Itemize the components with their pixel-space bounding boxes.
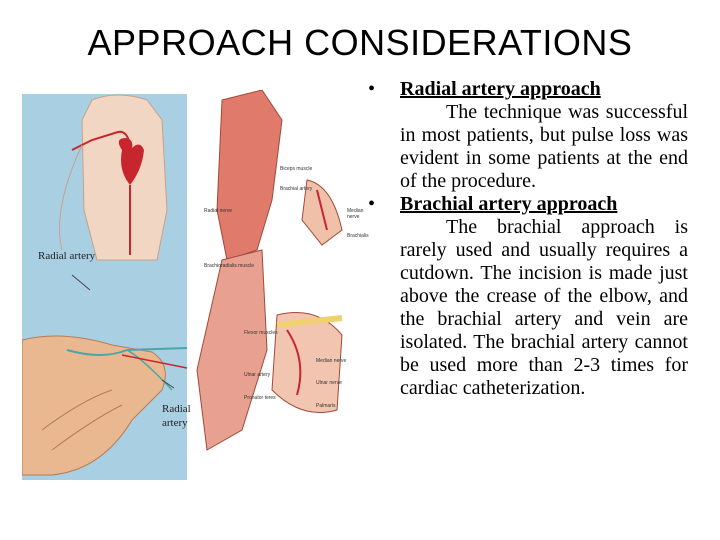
bullet-list: • Radial artery approach The technique w… — [368, 78, 688, 400]
anatomy-illustration: Radial artery Radial artery Biceps muscl… — [22, 90, 369, 485]
anatomy-small-label: Median nerve — [347, 208, 364, 220]
page-title: APPROACH CONSIDERATIONS — [87, 22, 633, 63]
anatomy-small-label: Radial nerve — [204, 208, 233, 214]
anatomy-small-label: Palmaris — [316, 403, 336, 409]
anatomy-small-label: Pronator teres — [244, 395, 276, 401]
bullet-text-radial: The technique was successful in most pat… — [400, 101, 688, 192]
anatomy-small-label: Flexor muscles — [244, 330, 278, 336]
radial-artery-label-bottom-2: artery — [162, 417, 188, 429]
anatomy-small-label: Median nerve — [316, 358, 347, 364]
anatomy-small-label: Brachialis — [347, 233, 369, 239]
anatomy-small-label: Brachioradialis muscle — [204, 263, 255, 269]
bullet-heading-brachial: Brachial artery approach — [400, 193, 618, 215]
anatomy-drawing — [22, 90, 343, 476]
radial-artery-label-bottom-1: Radial — [162, 403, 191, 415]
anatomy-small-label: Ulnar nerve — [316, 380, 342, 386]
anatomy-small-label: Biceps muscle — [280, 166, 313, 172]
bullet-icon: • — [368, 193, 376, 215]
bullet-icon: • — [368, 78, 376, 100]
bullet-text-brachial: The brachial approach is rarely used and… — [400, 216, 688, 399]
bullet-item-brachial: • Brachial artery approach The brachial … — [368, 193, 688, 400]
anatomy-small-label: Ulnar artery — [244, 372, 271, 378]
bullet-heading-radial: Radial artery approach — [400, 78, 601, 100]
bullet-item-radial: • Radial artery approach The technique w… — [368, 78, 688, 193]
anatomy-small-label: Brachial artery — [280, 186, 313, 192]
radial-artery-label-top: Radial artery — [38, 250, 96, 262]
